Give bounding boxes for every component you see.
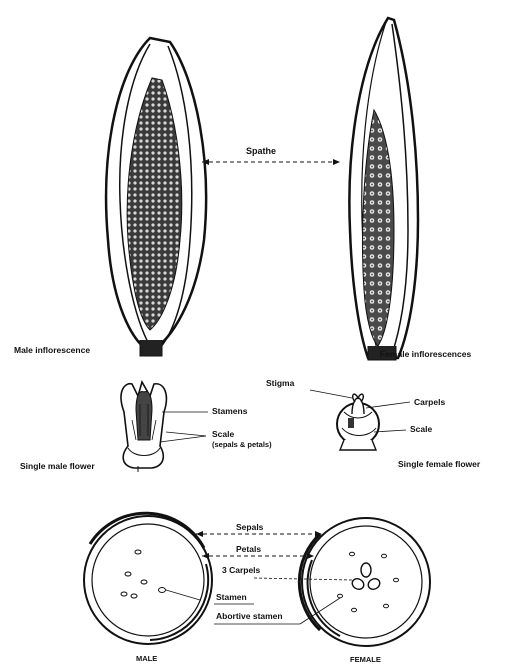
carpels-label: Carpels — [414, 398, 445, 407]
male-inflorescence-drawing — [106, 38, 206, 356]
male-flower-stamens — [136, 392, 152, 440]
male-scale-detail-label: (sepals & petals) — [212, 441, 272, 449]
stigma-label: Stigma — [266, 379, 294, 388]
female-scale-label: Scale — [410, 425, 432, 434]
spathe-connector — [202, 159, 340, 165]
male-scale-label: Scale — [212, 430, 234, 439]
male-inflorescence-label: Male inflorescence — [14, 346, 90, 355]
female-floral-diagram — [299, 518, 430, 646]
spathe-label: Spathe — [246, 147, 276, 157]
sepals-label: Sepals — [236, 523, 263, 532]
male-flower-leader-lines — [160, 412, 208, 442]
female-inflorescence-drawing — [349, 18, 418, 360]
single-female-flower-label: Single female flower — [398, 460, 480, 469]
female-inflorescences-label: Female inflorescences — [380, 350, 471, 359]
stamen-label: Stamen — [216, 593, 247, 602]
abortive-stamen-label: Abortive stamen — [216, 612, 283, 621]
male-caption: MALE — [136, 655, 157, 663]
male-floral-diagram — [84, 513, 212, 644]
single-male-flower-label: Single male flower — [20, 462, 95, 471]
three-carpels-label: 3 Carpels — [222, 566, 260, 575]
single-female-flower-drawing — [337, 394, 379, 450]
male-stalk — [140, 340, 162, 356]
single-male-flower-drawing — [121, 382, 166, 472]
female-caption: FEMALE — [350, 656, 381, 664]
petals-label: Petals — [236, 545, 261, 554]
stamens-label: Stamens — [212, 407, 247, 416]
